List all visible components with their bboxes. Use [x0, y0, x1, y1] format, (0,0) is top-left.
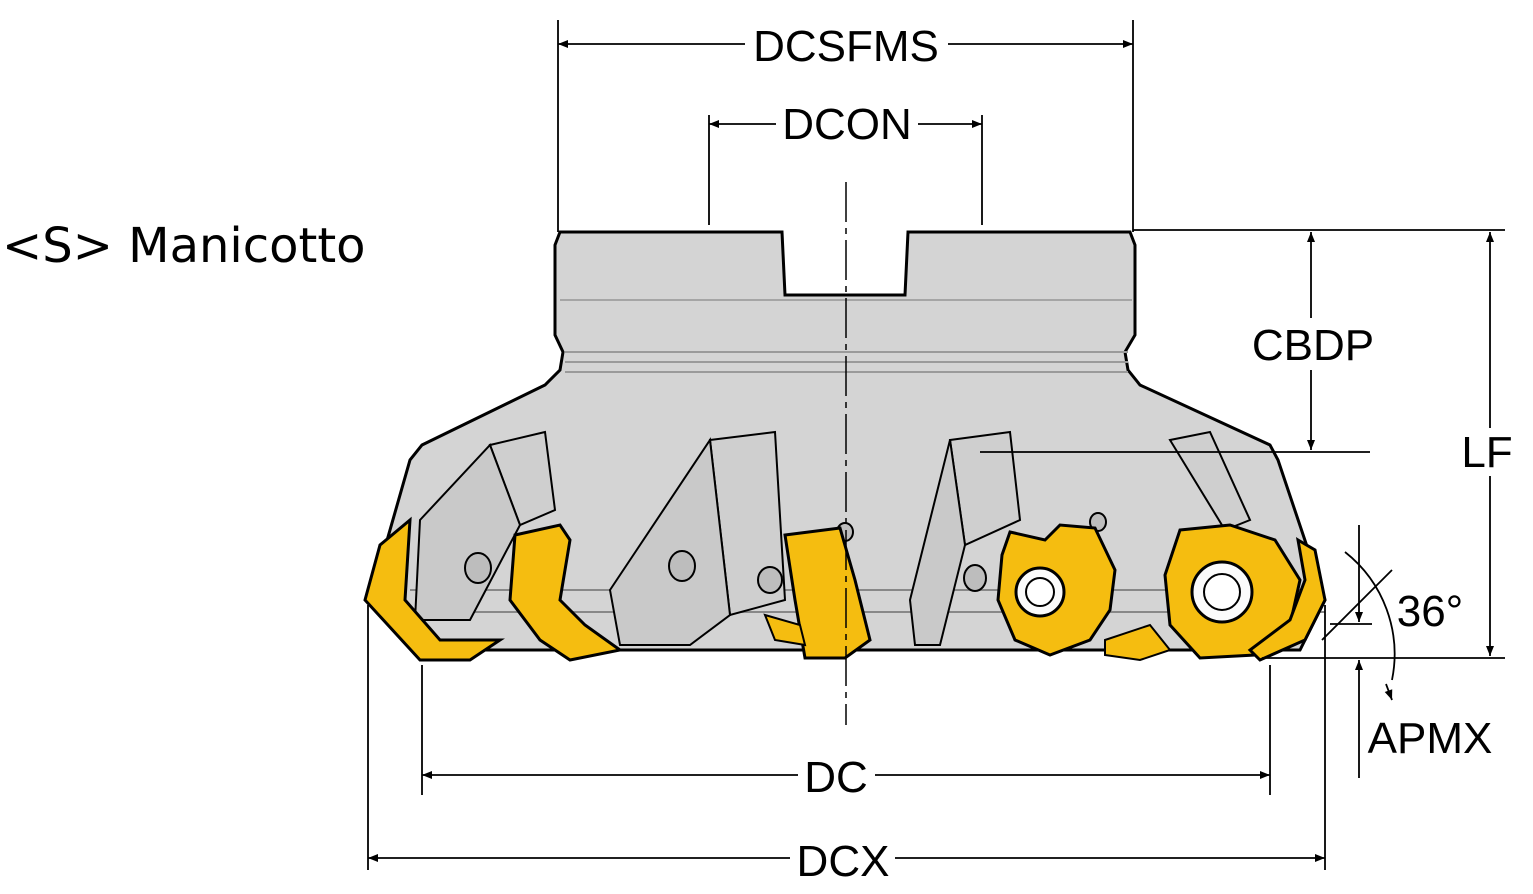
page-title: <S> Manicotto: [2, 218, 366, 274]
insert-6: [1247, 537, 1327, 662]
insert-1: [363, 516, 505, 662]
label-dcsfms: DCSFMS: [753, 22, 939, 71]
label-dcon: DCON: [782, 100, 912, 149]
label-lf: LF: [1461, 428, 1512, 477]
label-angle: 36°: [1397, 587, 1464, 636]
dimension-lines: [367, 20, 1505, 870]
insert-3: [783, 526, 872, 660]
label-dc: DC: [804, 753, 868, 802]
label-apmx: APMX: [1368, 714, 1493, 763]
label-cbdp: CBDP: [1252, 321, 1374, 370]
inserts: [363, 516, 1327, 662]
label-dcx: DCX: [797, 837, 890, 886]
insert-2: [508, 523, 624, 662]
insert-small: [1104, 623, 1172, 662]
insert-3b: [763, 613, 807, 647]
